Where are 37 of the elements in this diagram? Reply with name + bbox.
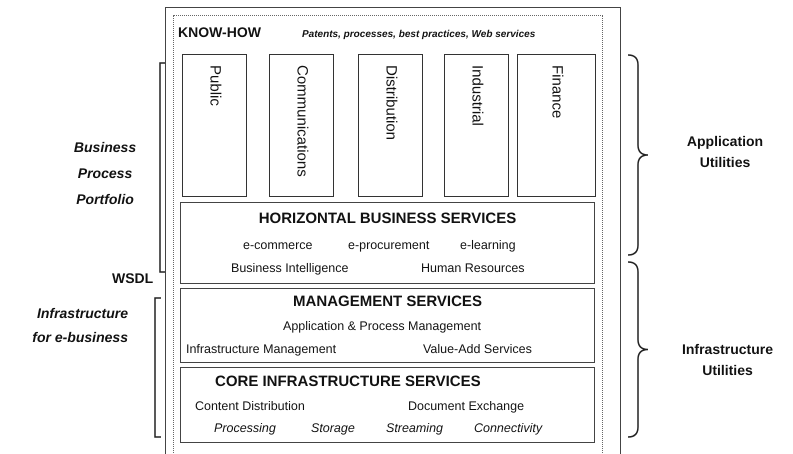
sector-box — [444, 54, 509, 197]
section-heading: KNOW-HOW — [178, 24, 261, 40]
service-layer-box — [180, 202, 595, 284]
service-label: Human Resources — [421, 260, 525, 276]
service-label: Application & Process Management — [283, 318, 482, 334]
service-label: e-learning — [460, 237, 516, 253]
side-label: Infrastructure Utilities — [680, 340, 774, 380]
sector-box — [269, 54, 334, 197]
service-label: e-commerce — [243, 237, 312, 253]
box-heading: CORE INFRASTRUCTURE SERVICES — [215, 374, 481, 390]
service-label: Infrastructure Management — [186, 341, 336, 357]
box-heading: HORIZONTAL BUSINESS SERVICES — [258, 211, 518, 227]
side-label: Infrastructure for e-business — [31, 304, 128, 347]
service-label: Document Exchange — [408, 398, 524, 414]
service-label: Business Intelligence — [231, 260, 348, 276]
sector-label: Industrial — [468, 65, 486, 128]
service-label: Streaming — [386, 420, 443, 436]
service-layer-box — [180, 367, 595, 443]
side-label: WSDL — [112, 270, 152, 286]
sector-label: Finance — [548, 65, 566, 120]
service-label: Content Distribution — [195, 398, 305, 414]
service-label: Value-Add Services — [423, 341, 532, 357]
sector-box — [517, 54, 596, 197]
sector-box — [358, 54, 423, 197]
sector-label: Public — [206, 65, 224, 108]
service-label: e-procurement — [348, 237, 430, 253]
sector-box — [182, 54, 247, 197]
service-layer-box — [180, 288, 595, 363]
sector-label: Distribution — [382, 65, 400, 142]
box-heading: MANAGEMENT SERVICES — [292, 294, 483, 310]
side-label: Business Process Portfolio — [72, 138, 138, 209]
service-label: Connectivity — [474, 420, 542, 436]
side-label: Application Utilities — [686, 132, 764, 172]
sector-label: Communications — [292, 65, 310, 179]
service-label: Storage — [311, 420, 355, 436]
section-subtitle: Patents, processes, best practices, Web services — [302, 28, 536, 42]
service-label: Processing — [214, 420, 276, 436]
